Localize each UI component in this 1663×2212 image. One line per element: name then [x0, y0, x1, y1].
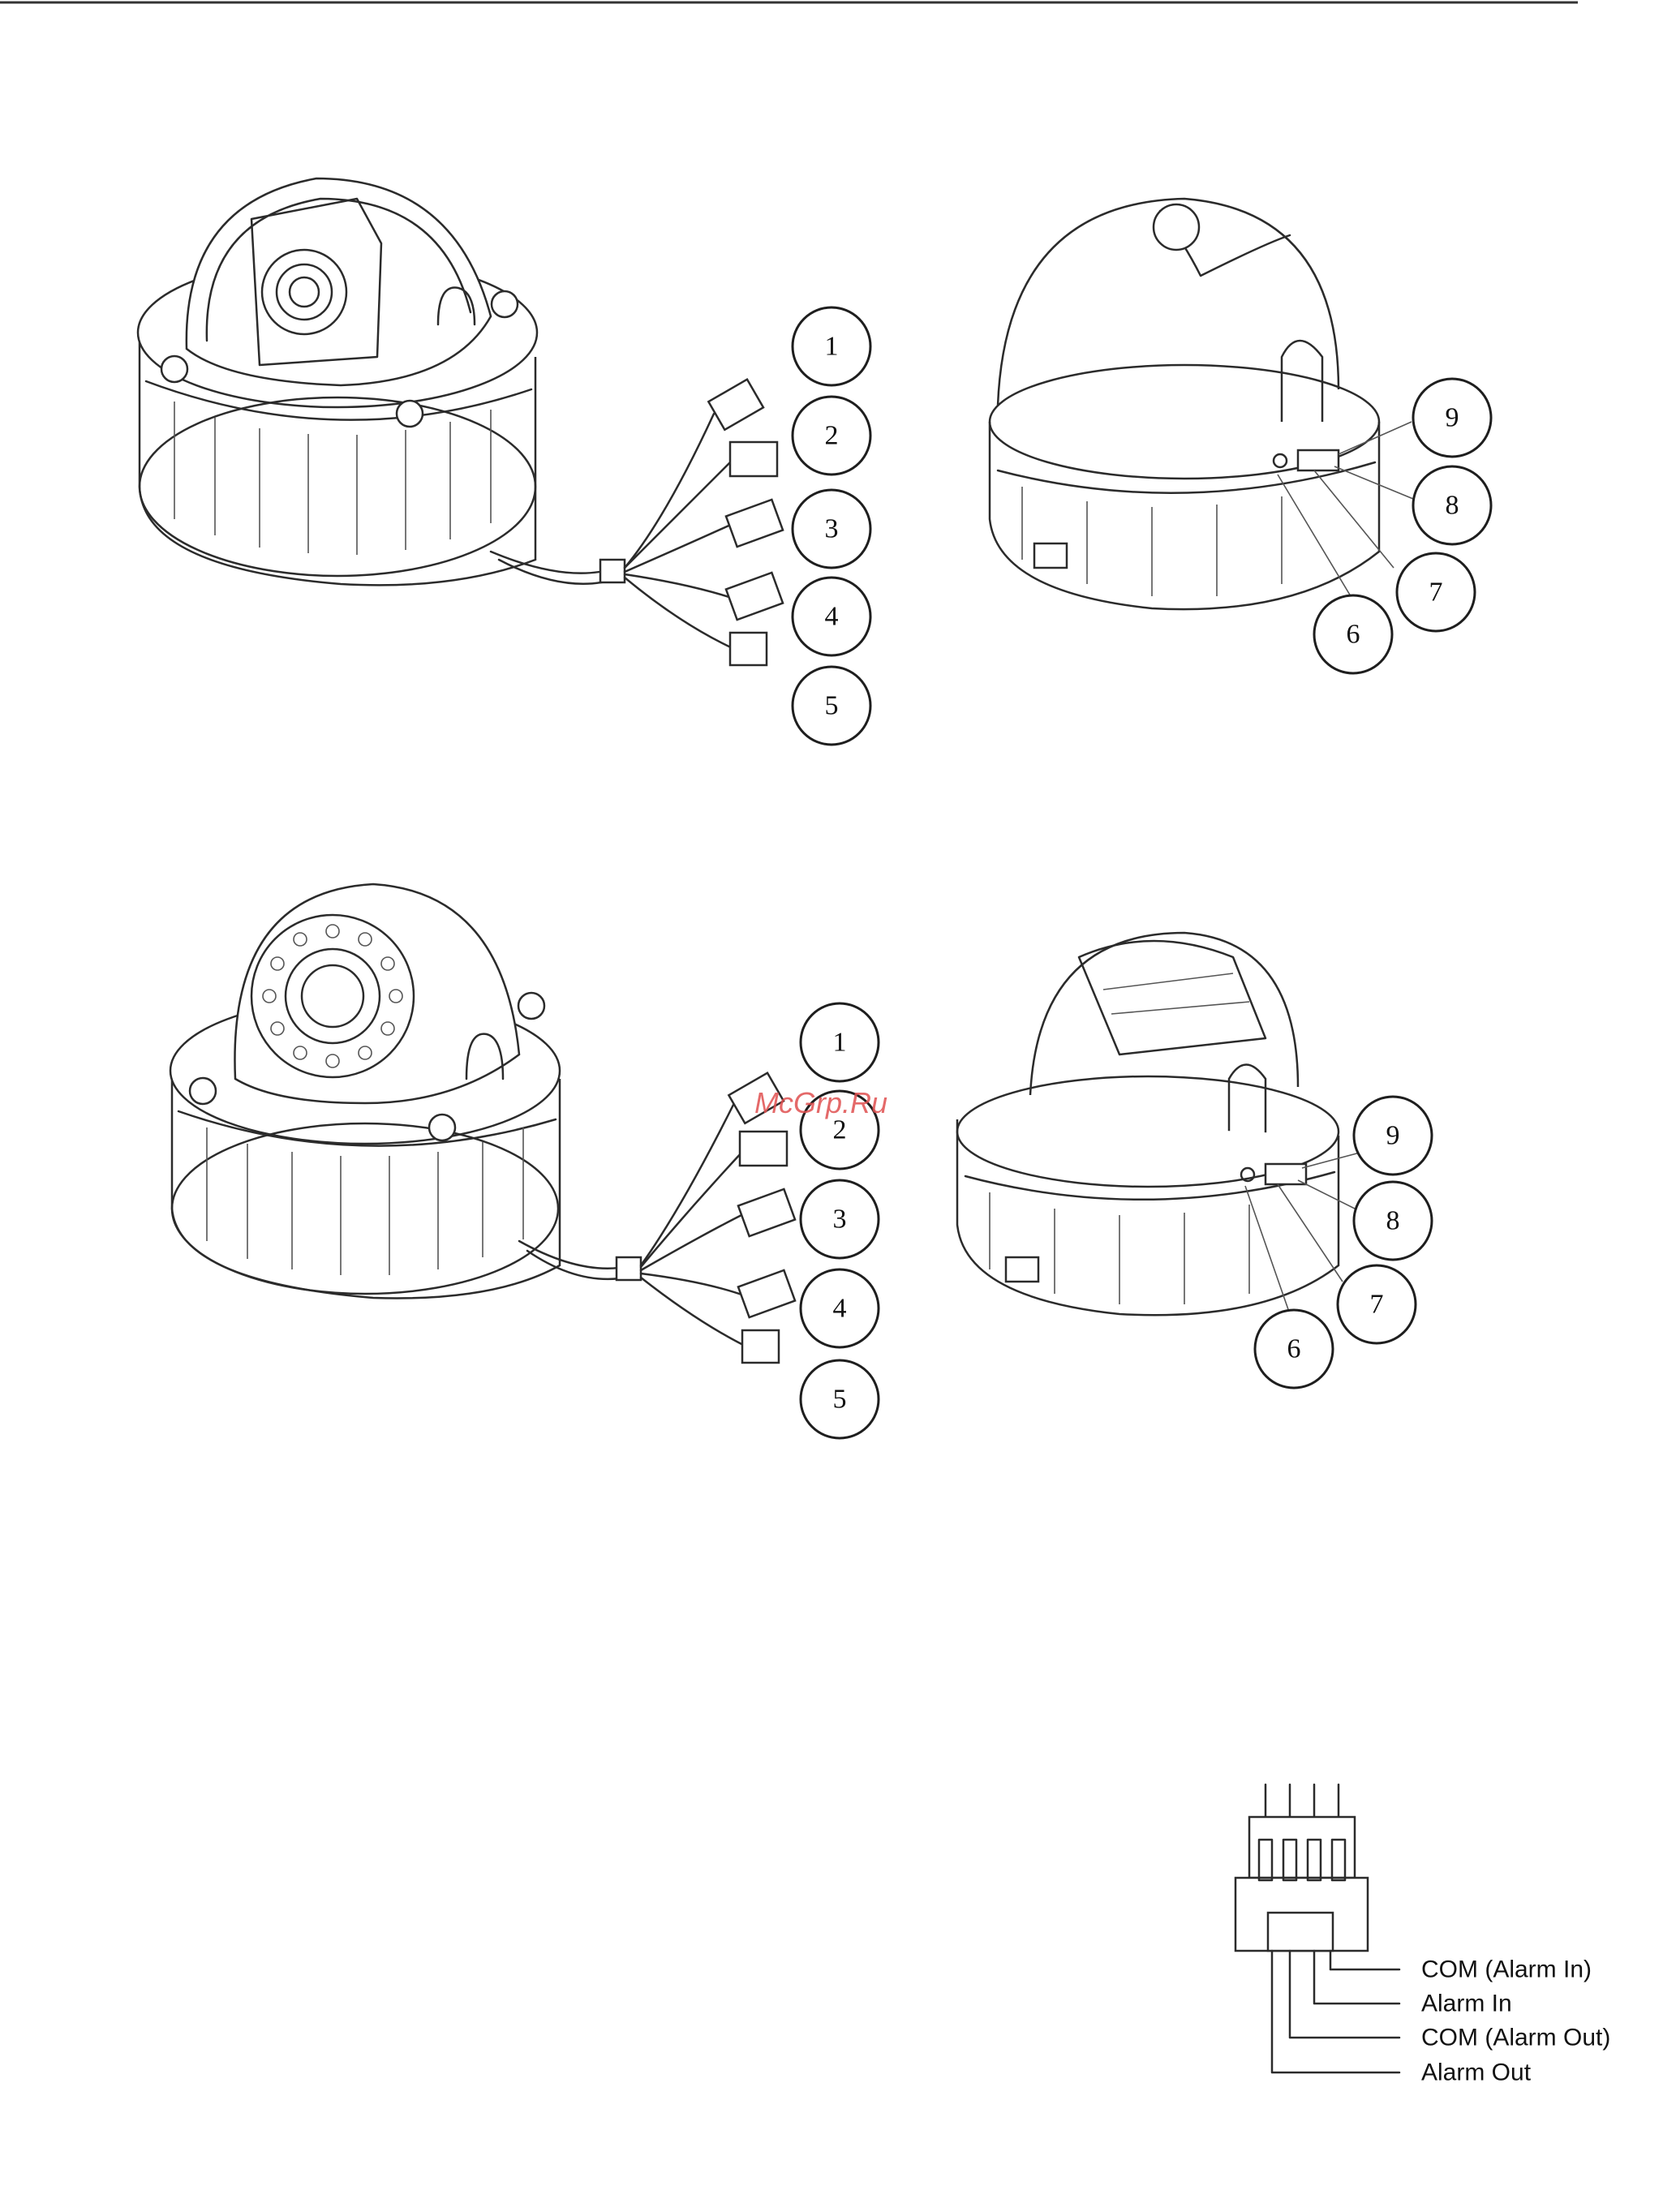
callout-4-label: 4 — [825, 602, 839, 632]
pin-label-com-alarm-in: COM (Alarm In) — [1421, 1956, 1592, 1983]
callout-6: 6 — [1314, 595, 1392, 673]
pin-labels: COM (Alarm In) Alarm In COM (Alarm Out) … — [1421, 1956, 1610, 2086]
callout-5: 5 — [793, 667, 870, 745]
callout-2-label: 2 — [825, 421, 839, 451]
callout-5-label: 5 — [833, 1385, 847, 1415]
pin-label-alarm-out: Alarm Out — [1421, 2060, 1532, 2086]
callout-8: 8 — [1354, 1182, 1432, 1260]
callout-9-label: 9 — [1386, 1121, 1400, 1151]
callout-1: 1 — [793, 307, 870, 385]
callout-1: 1 — [801, 1003, 879, 1081]
callout-6-label: 6 — [1287, 1334, 1301, 1364]
callout-4-label: 4 — [833, 1294, 847, 1324]
callout-8-label: 8 — [1446, 491, 1459, 521]
callout-8: 8 — [1413, 466, 1491, 544]
callout-5: 5 — [801, 1360, 879, 1438]
callout-6: 6 — [1255, 1310, 1333, 1388]
pin-label-alarm-in: Alarm In — [1421, 1991, 1512, 2017]
callout-3-label: 3 — [833, 1205, 847, 1235]
callout-3-label: 3 — [825, 514, 839, 544]
callout-9-label: 9 — [1446, 403, 1459, 433]
watermark-text: McGrp.Ru — [754, 1086, 887, 1119]
callout-5-label: 5 — [825, 691, 839, 721]
callout-7: 7 — [1338, 1265, 1416, 1343]
callout-4: 4 — [793, 578, 870, 655]
callout-4: 4 — [801, 1269, 879, 1347]
callout-7: 7 — [1397, 553, 1475, 631]
callout-7-label: 7 — [1370, 1290, 1384, 1320]
callout-2: 2 — [793, 397, 870, 475]
figure-2-callouts: 1 2 3 4 5 6 7 8 9 — [801, 1003, 1432, 1438]
callout-2-label: 2 — [833, 1115, 847, 1145]
callout-8-label: 8 — [1386, 1206, 1400, 1236]
callout-1-label: 1 — [825, 332, 839, 362]
figure-1-callouts: 1 2 3 4 5 6 7 8 9 — [793, 307, 1491, 745]
callout-6-label: 6 — [1347, 620, 1360, 650]
callout-9: 9 — [1354, 1097, 1432, 1175]
callout-3: 3 — [793, 490, 870, 568]
callout-3: 3 — [801, 1180, 879, 1258]
callout-9: 9 — [1413, 379, 1491, 457]
pin-label-com-alarm-out: COM (Alarm Out) — [1421, 2025, 1610, 2051]
callout-1-label: 1 — [833, 1028, 847, 1058]
callout-7-label: 7 — [1429, 578, 1443, 608]
